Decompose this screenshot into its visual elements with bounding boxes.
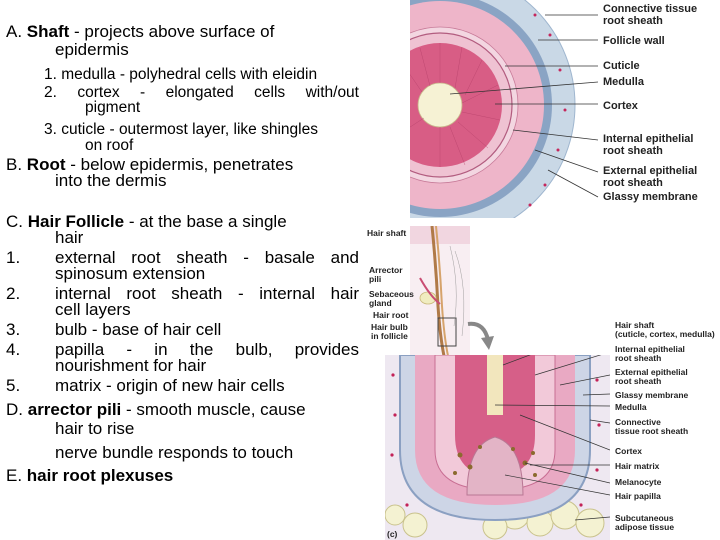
item-c5: matrix - origin of new hair cells [55, 376, 285, 395]
item-d-letter: D. [6, 400, 23, 419]
skin-label-hair-shaft: Hair shaft [367, 228, 407, 238]
item-a-text: - projects above surface of [69, 22, 275, 41]
item-c5-num: 5. [6, 376, 21, 395]
item-e-term: hair root plexuses [26, 466, 174, 485]
magnify-arrow [467, 321, 494, 350]
item-a2: 2. cortex - elongated cells with/out [44, 84, 359, 101]
item-d-text: - smooth muscle, cause [121, 400, 306, 419]
item-c-text: - at the base a single [124, 212, 287, 231]
item-b-letter: B. [6, 155, 23, 174]
medulla-disc [417, 82, 463, 128]
item-c4-num: 4. [6, 340, 21, 359]
cs-label-cuticle: Cuticle [603, 60, 640, 72]
item-c1: external root sheath - basale and [55, 248, 359, 267]
bulb-label-adipose-tissue: Subcutaneous adipose tissue [615, 513, 675, 532]
bulb-label-hair-shaft: Hair shaft (cuticle, cortex, medulla) [615, 320, 715, 339]
bulb-label-internal-sheath: Internal epithelial root sheath [615, 344, 685, 363]
item-c-text-cont: hair [55, 228, 84, 247]
cortex-shape [455, 355, 535, 477]
bulb-label-hair-matrix: Hair matrix [615, 461, 660, 471]
item-c1-cont: spinosum extension [55, 264, 206, 283]
bulb-label-melanocyte: Melanocyte [615, 477, 662, 487]
cs-label-external-sheath: External epithelial root sheath [603, 165, 698, 189]
skin-label-sebaceous-gland: Sebaceous gland [369, 289, 414, 308]
item-c4: papilla - in the bulb, provides [55, 340, 359, 359]
cs-label-internal-sheath: Internal epithelial root sheath [603, 133, 694, 157]
item-a1: 1. medulla - polyhedral cells with eleid… [44, 66, 318, 83]
skin-label-hair-bulb: Hair bulb in follicle [371, 322, 408, 341]
item-c2: internal root sheath - internal hair [55, 284, 359, 303]
medulla-shape [487, 355, 503, 415]
bulb-label-connective-sheath: Connective tissue root sheath [615, 417, 689, 436]
item-e: E. hair root plexuses [6, 467, 173, 485]
cs-label-cortex: Cortex [603, 100, 638, 112]
cross-section-diagram [410, 0, 605, 218]
item-c3: bulb - base of hair cell [55, 320, 222, 339]
hair-bulb-diagram [385, 355, 610, 540]
item-c-term: Hair Follicle [27, 212, 125, 231]
item-b-text: - below epidermis, penetrates [65, 155, 294, 174]
item-b-term: Root [26, 155, 66, 174]
item-a3-cont: on roof [85, 137, 134, 154]
panel-letter: (c) [387, 529, 398, 539]
item-c4-cont: nourishment for hair [55, 356, 207, 375]
item-a-letter: A. [6, 22, 23, 41]
item-c1-num: 1. [6, 248, 21, 267]
item-c2-cont: cell layers [55, 300, 131, 319]
item-d: D. arrector pili - smooth muscle, cause [6, 401, 306, 419]
item-d-text-cont2: nerve bundle responds to touch [55, 443, 294, 462]
item-a-term: Shaft [26, 22, 70, 41]
item-a-text-cont: epidermis [55, 40, 129, 59]
bulb-label-hair-papilla: Hair papilla [615, 491, 661, 501]
item-d-text-cont: hair to rise [55, 419, 135, 438]
skin-label-arrector-pili: Arrector pili [369, 265, 403, 284]
bulb-label-medulla: Medulla [615, 402, 647, 412]
item-c: C. Hair Follicle - at the base a single [6, 213, 359, 231]
item-b: B. Root - below epidermis, penetrates [6, 156, 359, 174]
item-a3: 3. cuticle - outermost layer, like shing… [44, 121, 318, 138]
item-b-text-cont: into the dermis [55, 171, 167, 190]
skin-section-diagram [410, 226, 470, 360]
item-c2-num: 2. [6, 284, 21, 303]
cs-label-follicle-wall: Follicle wall [603, 35, 665, 47]
item-c3-num: 3. [6, 320, 21, 339]
skin-label-hair-root: Hair root [373, 310, 409, 320]
bulb-label-external-sheath: External epithelial root sheath [615, 367, 688, 386]
item-c-letter: C. [6, 212, 23, 231]
item-a: A. Shaft - projects above surface of [6, 23, 359, 41]
cs-label-medulla: Medulla [603, 76, 644, 88]
item-d-term: arrector pili [27, 400, 122, 419]
cs-label-connective-tissue: Connective tissue root sheath [603, 3, 698, 27]
bulb-label-cortex: Cortex [615, 446, 642, 456]
cs-label-glassy-membrane: Glassy membrane [603, 191, 698, 203]
bulb-label-glassy-membrane: Glassy membrane [615, 390, 689, 400]
item-a2-cont: pigment [85, 99, 141, 116]
item-e-letter: E. [6, 466, 23, 485]
